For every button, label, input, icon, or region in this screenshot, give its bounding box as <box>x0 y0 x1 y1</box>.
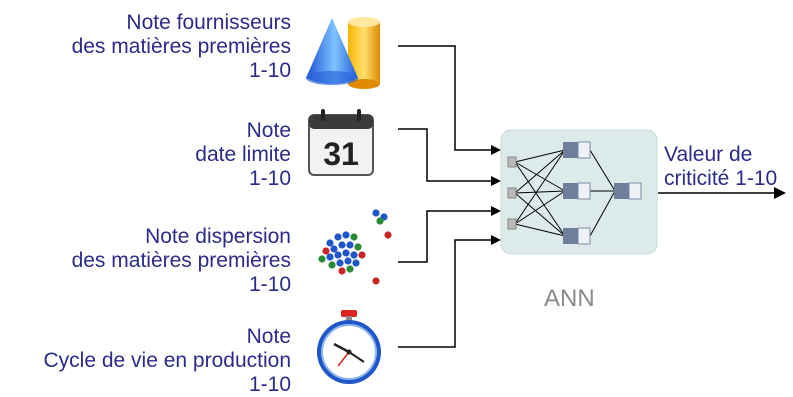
label-line: Note <box>246 325 291 348</box>
label-line: des matières premières <box>71 35 291 58</box>
molecule-dot <box>330 245 338 253</box>
neuron <box>563 182 591 200</box>
calendar-day: 31 <box>323 136 359 172</box>
neuron <box>563 141 591 159</box>
input-label-lifecycle: Note Cycle de vie en production 1-10 <box>44 325 291 397</box>
neuron <box>614 182 642 200</box>
input-label-suppliers: Note fournisseurs des matières premières… <box>72 11 291 83</box>
molecule-dot <box>350 233 358 241</box>
molecule-dot <box>328 261 336 269</box>
molecule-dot <box>342 231 350 239</box>
output-line: criticité 1-10 <box>664 167 778 190</box>
label-line: 1-10 <box>248 59 291 82</box>
ann-box <box>500 129 658 255</box>
ann-connections <box>514 149 616 237</box>
label-line: 1-10 <box>248 373 291 396</box>
label-line: Note dispersion <box>145 225 291 248</box>
cone-cylinder-icon <box>306 17 380 89</box>
molecule-dot <box>376 217 384 225</box>
label-line: Note fournisseurs <box>126 11 291 34</box>
molecule-dot <box>334 251 342 259</box>
output-line: Valeur de <box>664 143 753 166</box>
neuron <box>563 227 591 245</box>
molecule-dot <box>372 277 380 285</box>
molecule-dot <box>372 209 380 217</box>
input-label-deadline: Note date limite 1-10 <box>195 119 291 191</box>
input-label-dispersion: Note dispersion des matières premières 1… <box>72 225 291 297</box>
arrowheads <box>491 145 786 245</box>
connector-lines <box>398 45 778 348</box>
output-label: Valeur de criticité 1-10 <box>664 143 777 191</box>
stopwatch-icon <box>317 310 381 384</box>
molecule-dot <box>342 249 350 257</box>
label-line: 1-10 <box>248 273 291 296</box>
molecule-dot <box>358 251 366 259</box>
molecule-dot <box>338 241 346 249</box>
molecule-dot <box>326 239 334 247</box>
molecule-dot <box>334 233 342 241</box>
label-line: Note <box>246 119 291 142</box>
label-line: 1-10 <box>248 167 291 190</box>
molecule-dot <box>354 243 362 251</box>
molecule-dot <box>352 259 360 267</box>
molecule-dot <box>350 251 358 259</box>
molecule-dot <box>326 253 334 261</box>
molecule-dot <box>346 265 354 273</box>
molecule-dot <box>338 267 346 275</box>
molecule-dots-icon <box>318 209 392 285</box>
molecule-dot <box>322 247 330 255</box>
molecule-dot <box>344 257 352 265</box>
label-line: Cycle de vie en production <box>43 349 291 372</box>
label-line: des matières premières <box>71 249 291 272</box>
ann-input-nodes <box>507 156 517 230</box>
calendar-icon: 31 <box>308 109 374 176</box>
molecule-dot <box>336 259 344 267</box>
label-line: date limite <box>195 143 291 166</box>
ann-neurons <box>563 141 642 245</box>
ann-caption: ANN <box>544 285 595 312</box>
molecule-dot <box>318 255 326 263</box>
molecule-dot <box>384 231 392 239</box>
molecule-dot <box>346 241 354 249</box>
